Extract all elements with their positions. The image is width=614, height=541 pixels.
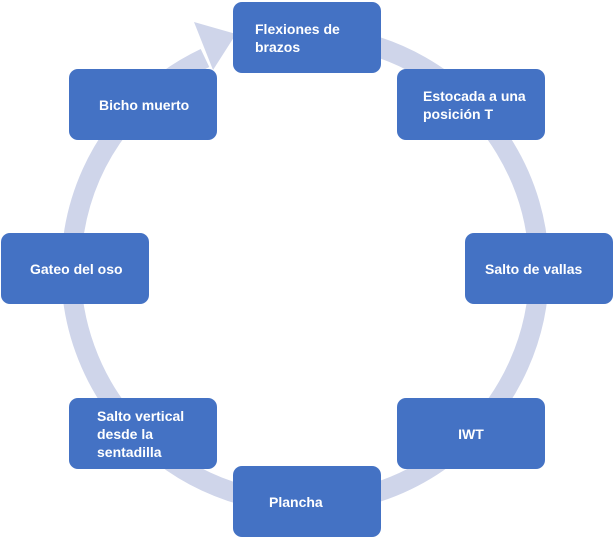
step-estocada: Estocada a una posición T: [397, 69, 545, 140]
step-label: IWT: [458, 425, 484, 442]
step-salto-de-vallas: Salto de vallas: [465, 233, 613, 304]
cycle-arrowhead: [194, 22, 236, 70]
step-plancha: Plancha: [233, 466, 381, 537]
step-label: Flexiones de brazos: [255, 20, 340, 55]
step-salto-vertical: Salto vertical desde la sentadilla: [69, 398, 217, 469]
step-label: Plancha: [269, 493, 323, 510]
step-flexiones-de-brazos: Flexiones de brazos: [233, 2, 381, 73]
step-label: Salto de vallas: [485, 260, 583, 277]
step-iwt: IWT: [397, 398, 545, 469]
step-label: Estocada a una posición T: [423, 87, 526, 122]
step-label: Gateo del oso: [30, 260, 123, 277]
step-label: Salto vertical desde la sentadilla: [97, 407, 185, 460]
step-gateo-del-oso: Gateo del oso: [1, 233, 149, 304]
step-label: Bicho muerto: [99, 96, 190, 113]
step-bicho-muerto: Bicho muerto: [69, 69, 217, 140]
